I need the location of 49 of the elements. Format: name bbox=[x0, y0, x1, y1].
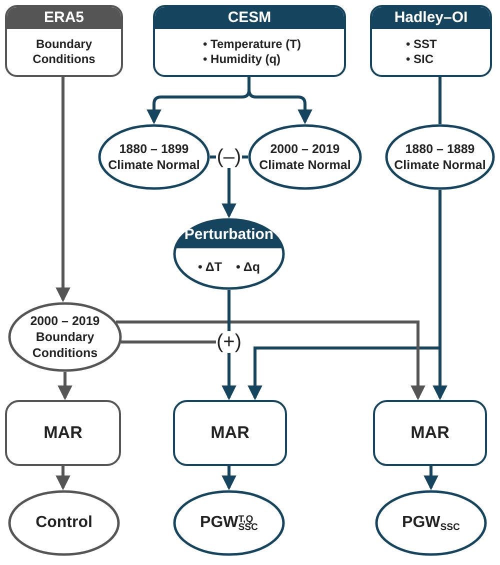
box-label: MAR bbox=[44, 423, 82, 443]
period-ellipse bbox=[8, 302, 122, 372]
bullet-item: • ΔT bbox=[198, 260, 222, 274]
operator-label: (+) bbox=[216, 331, 242, 353]
connector-line bbox=[438, 77, 442, 124]
period-ellipse bbox=[385, 124, 495, 190]
ellipse-label: 2000 – 2019 Climate Normal bbox=[259, 141, 351, 173]
arrow bbox=[424, 466, 438, 490]
period-ellipse bbox=[98, 124, 210, 190]
arrow bbox=[56, 77, 70, 302]
operator-label: (–) bbox=[216, 146, 242, 168]
perturbation-ellipse bbox=[173, 218, 285, 290]
arrow bbox=[58, 372, 72, 400]
bullet-item: • Temperature (T) bbox=[203, 37, 301, 52]
bullet-item: • Δq bbox=[236, 260, 260, 274]
output-ellipse bbox=[8, 490, 120, 556]
data-source-box bbox=[5, 5, 123, 77]
model-box bbox=[173, 400, 287, 466]
period-ellipse bbox=[248, 124, 362, 190]
ellipse-header: Perturbation bbox=[183, 226, 275, 243]
model-box bbox=[5, 400, 121, 466]
output-label: PGW$_{SSC}$ bbox=[402, 515, 460, 531]
bullet-item: • SST bbox=[406, 37, 437, 52]
arrow bbox=[116, 320, 426, 400]
arrow bbox=[222, 168, 236, 218]
arrow bbox=[56, 466, 70, 490]
output-ellipse bbox=[375, 490, 487, 556]
arrow bbox=[222, 466, 236, 490]
bullet-item: • Humidity (q) bbox=[203, 52, 281, 67]
box-header: CESM bbox=[155, 7, 344, 29]
data-source-box bbox=[153, 5, 346, 77]
output-ellipse bbox=[173, 490, 285, 556]
connector-line bbox=[121, 340, 217, 344]
box-label: Boundary Conditions bbox=[32, 37, 96, 67]
arrow bbox=[248, 77, 312, 124]
output-label: Control bbox=[36, 515, 92, 531]
ellipse-label: 1880 – 1899 Climate Normal bbox=[108, 141, 200, 173]
arrow bbox=[222, 353, 236, 400]
connector-line bbox=[228, 290, 230, 332]
box-label: MAR bbox=[210, 423, 250, 443]
box-header: ERA5 bbox=[7, 7, 121, 29]
ellipse-label: 1880 – 1889 Climate Normal bbox=[394, 141, 486, 173]
bullet-item: • SIC bbox=[406, 52, 434, 67]
data-source-box bbox=[370, 5, 492, 77]
box-label: MAR bbox=[410, 423, 450, 443]
ellipse-label: 2000 – 2019 Boundary Conditions bbox=[29, 313, 101, 361]
box-header: Hadley–OI bbox=[372, 7, 490, 29]
arrow bbox=[248, 190, 442, 400]
model-box bbox=[373, 400, 487, 466]
